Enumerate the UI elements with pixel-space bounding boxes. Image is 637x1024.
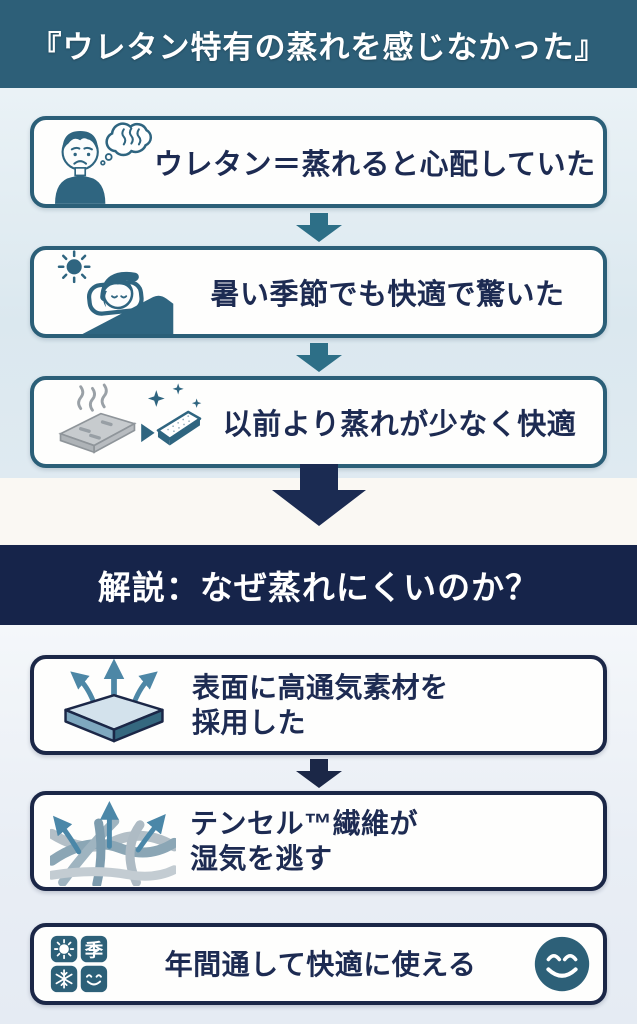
explanation-band-title: 解説：なぜ蒸れにくいのか？ [97,569,540,606]
explanation-band: 解説：なぜ蒸れにくいのか？ [0,545,637,625]
smiley-face-icon [533,935,591,993]
sun-icon [53,938,75,960]
explanation-step-label: テンセル™繊維が 湿気を逃す [176,806,591,876]
flow-connector [0,338,637,376]
explanation-line-2: 採用した [192,707,307,738]
explanation-section: 表面に高通気素材を 採用した [0,625,637,1024]
mattress-before-after-icon [50,380,208,464]
flow-connector [0,208,637,246]
explanation-step-2: テンセル™繊維が 湿気を逃す [30,791,607,891]
header-banner: 『ウレタン特有の蒸れを感じなかった』 [0,0,637,88]
page-title: 『ウレタン特有の蒸れを感じなかった』 [30,29,607,65]
testimonial-step-3: 以前より蒸れが少なく快適 [30,376,607,468]
down-arrow-icon [295,342,342,372]
testimonial-step-label: 暑い季節でも快適で驚いた [210,279,565,311]
testimonial-step-2: 暑い季節でも快適で驚いた [30,246,607,338]
snowflake-icon [55,969,73,989]
explanation-step-label: 年間通して快適に使える [164,948,477,980]
season-kanji-icon: 季 [84,940,104,961]
fiber-breathing-icon [50,796,176,886]
worried-person-steam-icon [50,120,154,204]
transition-band [0,464,637,545]
flow-connector [0,755,637,791]
sleeping-person-sun-icon [50,250,184,334]
down-arrow-icon [295,758,342,788]
explanation-step-1: 表面に高通気素材を 採用した [30,655,607,755]
breathable-surface-icon [50,659,178,751]
testimonial-section: ウレタン＝蒸れると心配していた [0,88,637,478]
explanation-step-3: 季 年間通して快適に使える [30,923,607,1005]
testimonial-step-1: ウレタン＝蒸れると心配していた [30,116,607,208]
down-arrow-icon [295,212,342,242]
big-down-arrow-icon [271,464,366,526]
explanation-line-1: 表面に高通気素材を [192,672,449,703]
testimonial-step-label: 以前より蒸れが少なく快適 [222,409,577,441]
testimonial-step-label: ウレタン＝蒸れると心配していた [154,149,596,181]
smiley-tile-icon [85,974,102,986]
explanation-step-label: 表面に高通気素材を 採用した [178,670,591,740]
explanation-line-1: テンセル™繊維が [190,808,419,839]
explanation-line-2: 湿気を逃す [190,843,333,874]
four-seasons-icon: 季 [50,935,108,993]
